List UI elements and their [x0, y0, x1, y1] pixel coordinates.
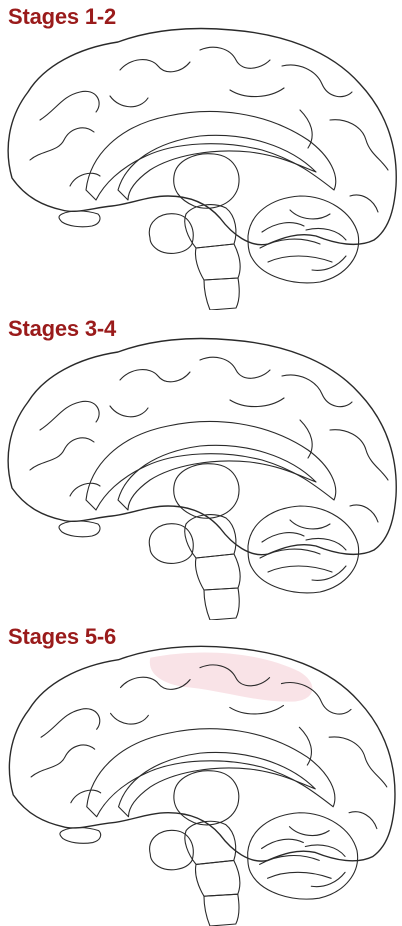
cortex-fold-line — [230, 88, 284, 97]
cortex-fold-line — [299, 727, 311, 765]
pons-region — [195, 554, 240, 590]
cortex-fold-line — [30, 128, 94, 160]
cortex-fold-line — [110, 406, 148, 417]
cortex-fold-line — [40, 91, 99, 120]
cortex-fold-line — [71, 790, 101, 803]
cerebellum-fold-line — [290, 210, 330, 219]
olfactory-bulb-region — [60, 828, 101, 844]
amygdala-region — [149, 524, 193, 564]
cortex-fold-line — [110, 96, 148, 107]
cerebellum-fold-line — [306, 228, 346, 240]
corpus-callosum — [118, 135, 316, 200]
cortex-fold-line — [282, 65, 352, 97]
cortex-fold-line — [230, 398, 284, 407]
cerebellum-fold-line — [290, 520, 330, 529]
cerebellum-fold-line — [262, 533, 304, 542]
cerebellum-folds — [260, 520, 346, 580]
cortex-fold-line — [230, 705, 284, 714]
cortex-fold-line — [282, 375, 352, 407]
cortex-fold-line — [329, 737, 387, 787]
amygdala-region — [149, 214, 193, 254]
cortex-fold-line — [300, 110, 312, 148]
corpus-callosum — [118, 445, 316, 510]
cerebellum-folds — [260, 210, 346, 270]
cortex-light-region — [150, 653, 313, 702]
cerebellum-fold-line — [268, 872, 332, 878]
cortex-fold-line — [41, 709, 100, 738]
cortex-fold-line — [330, 430, 388, 480]
cerebellum-fold-line — [262, 839, 304, 848]
medulla-region — [204, 278, 239, 310]
brain-diagram — [0, 310, 402, 620]
stage-panel-2: Stages 3-4 — [0, 310, 402, 620]
cortex-folds — [30, 357, 388, 522]
pons-region — [195, 244, 240, 280]
stage-panel-1: Stages 1-2 — [0, 0, 402, 310]
limbic-cortex-region — [86, 421, 336, 510]
limbic-cortex-region — [86, 111, 336, 200]
cortex-fold-line — [120, 370, 190, 382]
cerebellum-fold-line — [268, 256, 332, 262]
cortex-fold-line — [350, 505, 378, 522]
cortex-fold-line — [70, 483, 100, 496]
cerebellum-fold-line — [289, 827, 329, 836]
medulla-region — [204, 894, 239, 926]
thalamus-region — [174, 464, 239, 519]
pons-region — [196, 860, 240, 896]
cerebellum-fold-line — [305, 845, 345, 856]
stage-panel-3: Stages 5-6 — [0, 618, 402, 926]
cerebellum-fold-line — [260, 239, 320, 248]
medulla-region — [204, 588, 239, 620]
cerebellum-fold-line — [260, 549, 320, 558]
cortex-fold-line — [30, 438, 94, 470]
cortex-fold-line — [330, 120, 388, 170]
brain-diagram — [0, 0, 402, 310]
amygdala-region — [150, 830, 194, 869]
brain-diagram — [0, 618, 402, 926]
cerebellum-fold-line — [306, 538, 346, 550]
cortex-fold-line — [70, 173, 100, 186]
limbic-cortex-region — [87, 729, 335, 817]
cortex-fold-line — [200, 357, 270, 378]
cortex-fold-line — [120, 60, 190, 72]
thalamus-region — [174, 771, 239, 825]
corpus-callosum — [119, 752, 316, 816]
cortex-fold-line — [300, 420, 312, 458]
cortex-fold-line — [349, 812, 377, 829]
cortex-fold-line — [350, 195, 378, 212]
cortex-fold-line — [40, 401, 99, 430]
cerebellum-folds — [260, 827, 345, 887]
cortex-fold-line — [31, 745, 95, 777]
cortex-fold-line — [200, 47, 270, 68]
cortex-fold-line — [111, 713, 149, 724]
cortex-folds — [30, 47, 388, 212]
thalamus-region — [174, 154, 239, 209]
olfactory-bulb-region — [59, 521, 100, 537]
cerebellum-fold-line — [262, 223, 304, 232]
cerebellum-fold-line — [260, 856, 320, 865]
olfactory-bulb-region — [59, 211, 100, 227]
cerebellum-fold-line — [268, 566, 332, 572]
